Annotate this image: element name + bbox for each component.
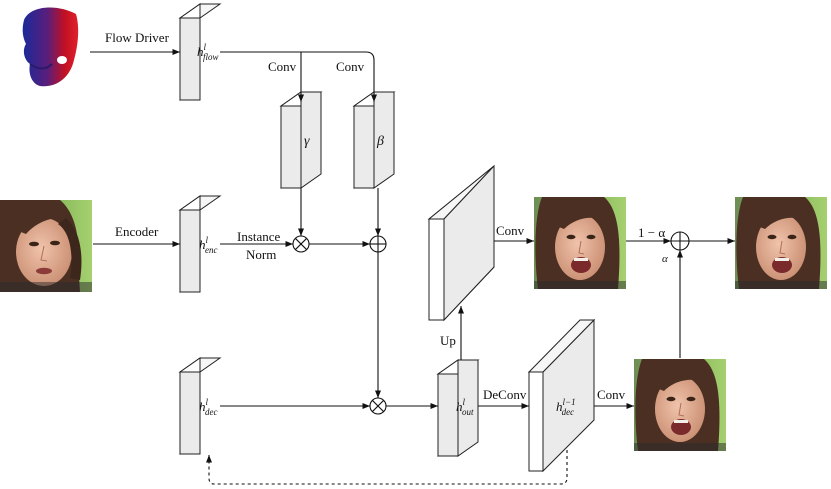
conv-gamma-label: Conv	[268, 59, 297, 74]
multiply-op-dec	[369, 397, 387, 415]
decoded-face-image	[634, 358, 726, 452]
encoder-label: Encoder	[115, 224, 159, 239]
output-face-image	[735, 197, 827, 289]
warped-face-image	[534, 197, 626, 289]
beta-block: β	[352, 91, 396, 189]
source-face-image	[0, 199, 92, 293]
deconv-label: DeConv	[483, 387, 527, 402]
multiply-op-norm	[292, 235, 310, 253]
flow-driver-label: Flow Driver	[105, 30, 170, 45]
conv-beta-label: Conv	[336, 59, 365, 74]
instance-label: Instance	[237, 229, 281, 244]
svg-text:γ: γ	[304, 134, 310, 149]
one-minus-alpha-label: 1 − α	[638, 225, 665, 240]
conv-dec-label: Conv	[597, 387, 626, 402]
upsampled-feature-block	[427, 164, 495, 322]
norm-label: Norm	[246, 247, 276, 262]
alpha-label: α	[662, 253, 668, 265]
add-op-blend	[670, 231, 690, 251]
add-op-beta	[369, 235, 387, 253]
flow-driver-head-image	[22, 7, 79, 87]
conv-up-label: Conv	[496, 223, 525, 238]
svg-text:β: β	[376, 134, 384, 149]
gamma-block: γ	[279, 91, 323, 189]
up-label: Up	[440, 333, 456, 348]
